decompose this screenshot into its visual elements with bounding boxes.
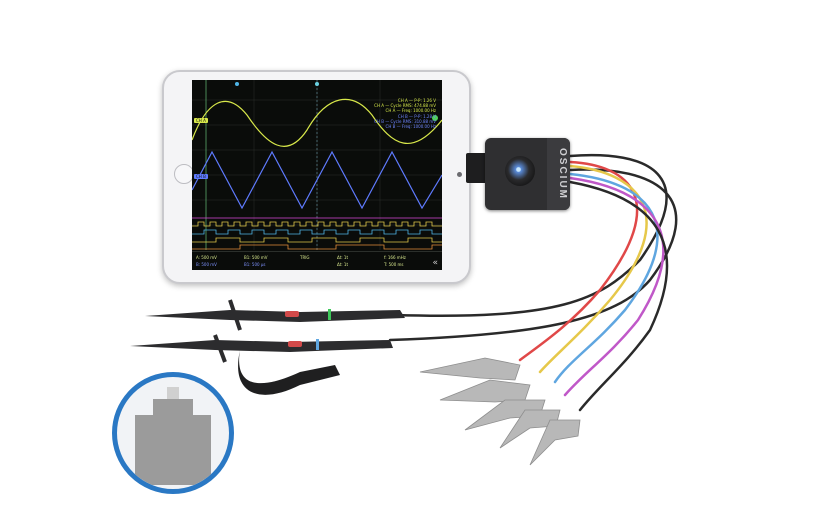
trigger-marker-icon (315, 82, 319, 86)
connector-body (135, 415, 211, 485)
status-b-volts[interactable]: B: 500 mV (196, 262, 217, 267)
device-side-panel (547, 138, 570, 210)
status-freq: f: 166 mHz (384, 255, 406, 260)
status-a-volts[interactable]: A: 500 mV (196, 255, 217, 260)
trace-b (192, 150, 442, 210)
digital-1 (192, 221, 442, 227)
tablet: CH A CH B CH A — P-P: 1.26 V CH A — Cycl… (162, 70, 471, 284)
oscilloscope-screen[interactable]: CH A CH B CH A — P-P: 1.26 V CH A — Cycl… (192, 80, 442, 270)
camera-icon (457, 172, 462, 177)
home-button[interactable] (174, 164, 194, 184)
status-time[interactable]: T: 500 ms (384, 262, 404, 267)
readout-line: CH A — Cycle RMS: 474.88 mV (374, 103, 436, 109)
channel-b-tag[interactable]: CH B (194, 174, 208, 179)
marker-icon (235, 82, 239, 86)
status-dt: Δt: 1t (337, 255, 349, 260)
digital-2 (192, 229, 442, 235)
readout-line: CH A — P-P: 1.26 V (397, 98, 436, 103)
readout-line: CH B — Cycle RMS: 310.88 mV (374, 118, 436, 124)
waveform-display (192, 80, 442, 250)
connector-badge (112, 372, 234, 494)
trace-a (192, 98, 442, 147)
device-brand: OSCIUM (557, 148, 568, 200)
double-chevron-left-icon[interactable]: « (432, 258, 438, 268)
digital-3 (192, 237, 442, 243)
status-dot-icon (432, 115, 438, 121)
readout-line: CH A — Freq: 1000.00 Hz (385, 108, 436, 114)
status-dv: Δt: 1t (337, 262, 349, 267)
measurement-readout: CH A — P-P: 1.26 V CH A — Cycle RMS: 474… (374, 98, 436, 129)
status-b-pos[interactable]: B1: 500 µs (244, 262, 266, 267)
connector-top (153, 399, 193, 419)
status-trig[interactable]: TRIG (300, 255, 310, 260)
digital-4 (192, 244, 442, 250)
readout-line: CH B — Freq: 1000.00 Hz (385, 124, 436, 130)
connector-icon (167, 387, 179, 401)
readout-line: CH B — P-P: 1.28 V (397, 113, 436, 119)
oscium-device: OSCIUM (485, 138, 570, 210)
status-bar: A: 500 mV B1: 500 mV TRIG Δt: 1t f: 166 … (192, 251, 442, 270)
led-knob-icon (505, 156, 535, 186)
channel-a-tag[interactable]: CH A (194, 118, 208, 123)
status-a-pos[interactable]: B1: 500 mV (244, 255, 268, 260)
